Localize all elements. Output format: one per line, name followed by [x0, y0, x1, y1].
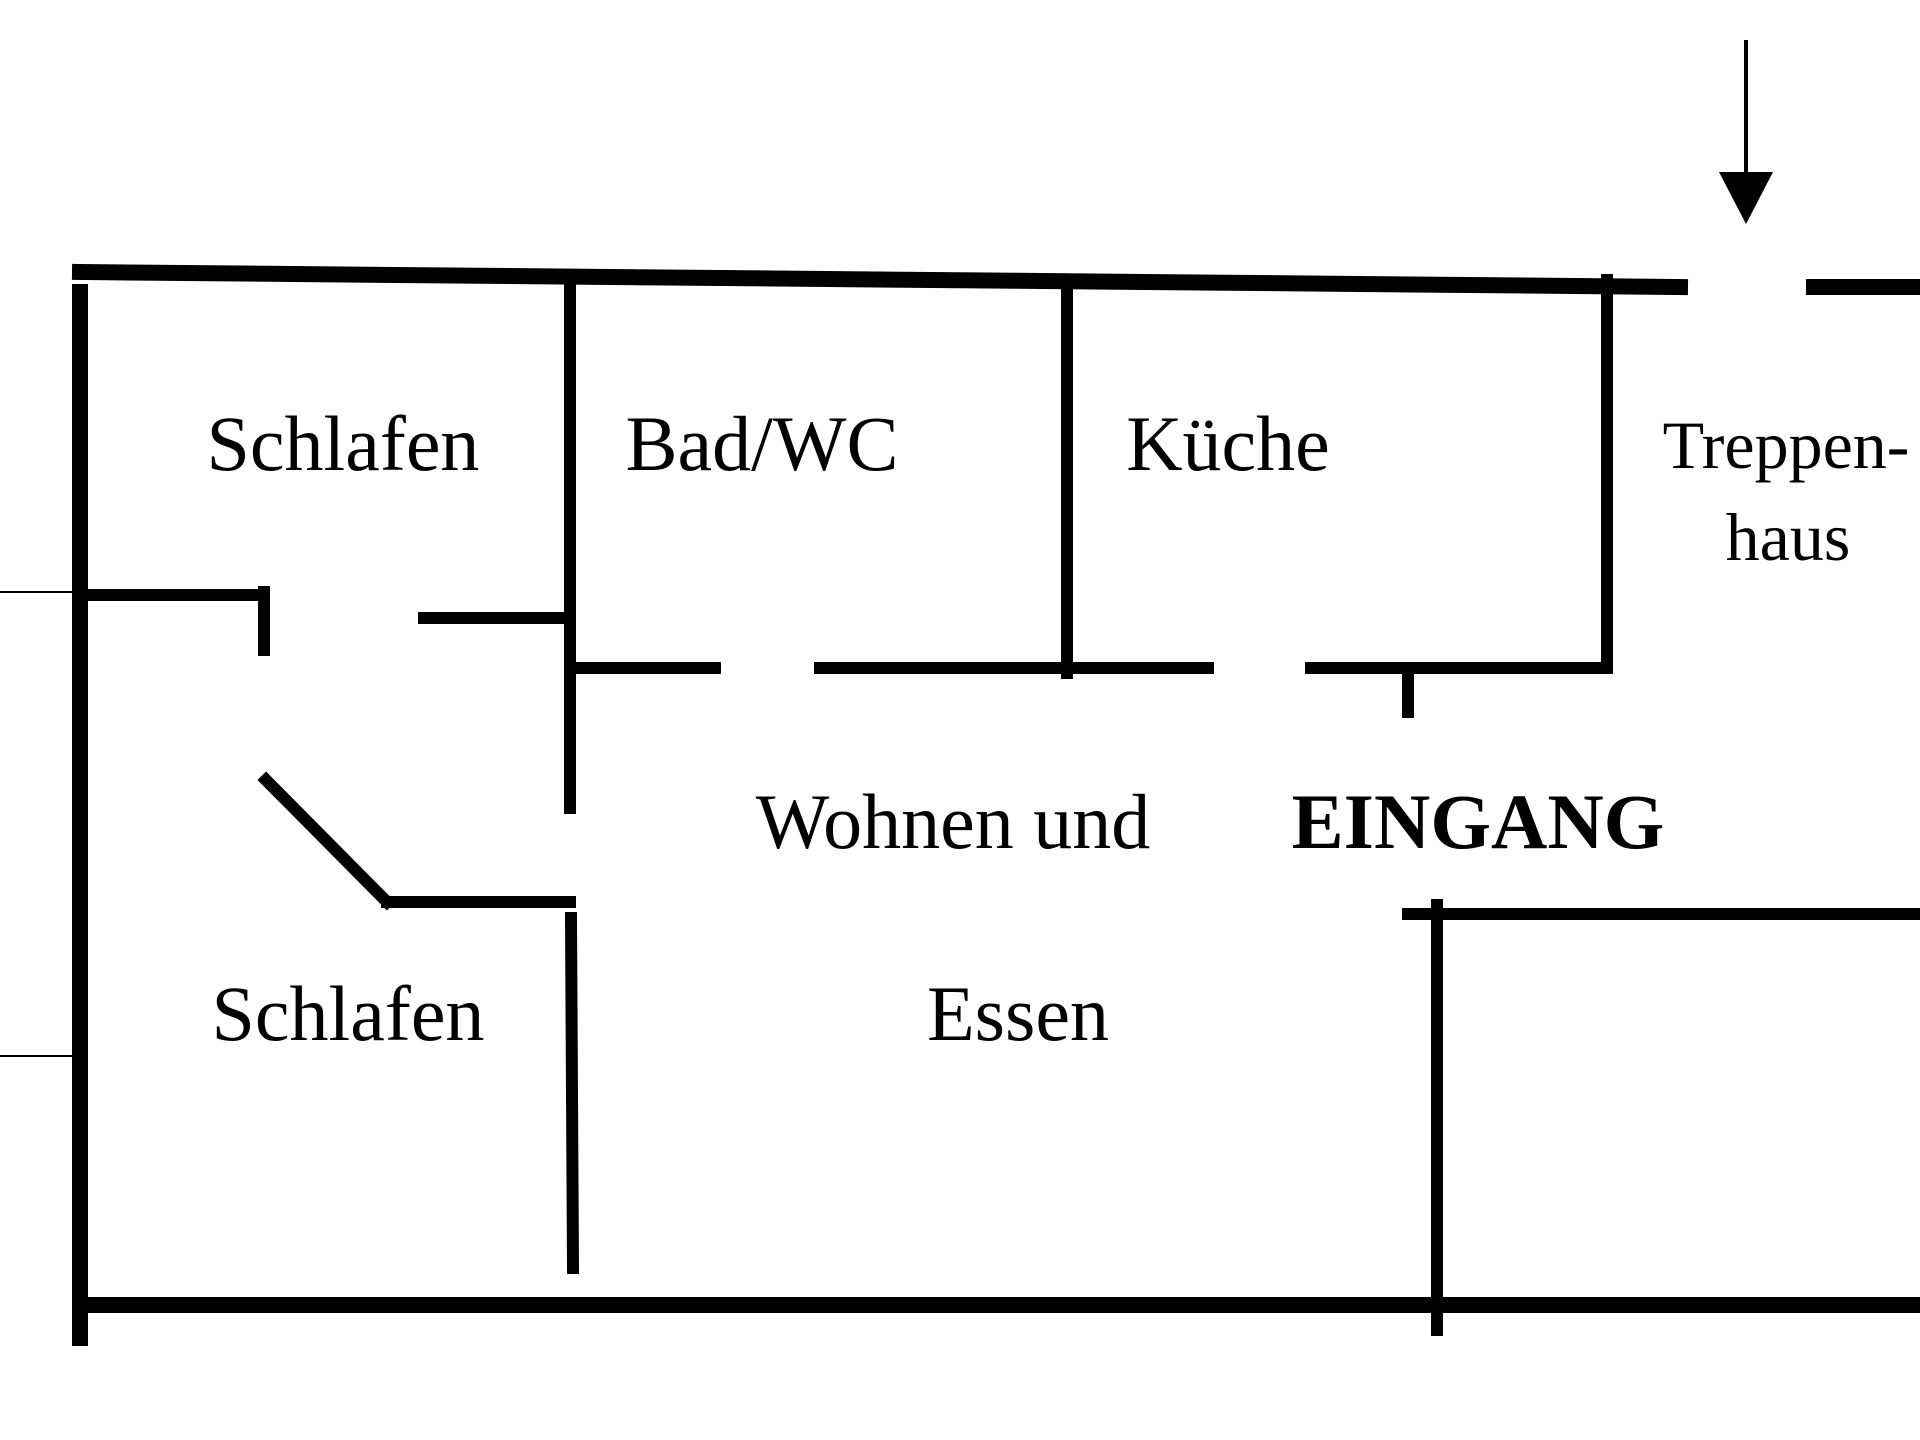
label-wohnen-line1: Wohnen und [756, 778, 1151, 865]
label-bad-wc: Bad/WC [626, 400, 899, 487]
label-treppenhaus-line1: Treppen- [1663, 407, 1910, 483]
wall-door-leaf [257, 771, 396, 911]
label-wohnen-line2: Essen [927, 970, 1109, 1057]
outer-walls [71, 263, 1920, 1346]
label-schlafen-top: Schlafen [207, 400, 480, 487]
label-kueche: Küche [1126, 400, 1330, 487]
top-wall-left [71, 263, 1689, 296]
wall-schlafen-wohnen [564, 911, 580, 1275]
interior-walls [80, 274, 1920, 1336]
label-schlafen-bottom: Schlafen [212, 970, 485, 1057]
label-eingang: EINGANG [1292, 778, 1665, 865]
label-treppenhaus-line2: haus [1726, 499, 1851, 575]
exterior-lines [0, 591, 72, 1057]
arrow-down-icon [1719, 40, 1773, 224]
arrow-head [1719, 172, 1773, 224]
